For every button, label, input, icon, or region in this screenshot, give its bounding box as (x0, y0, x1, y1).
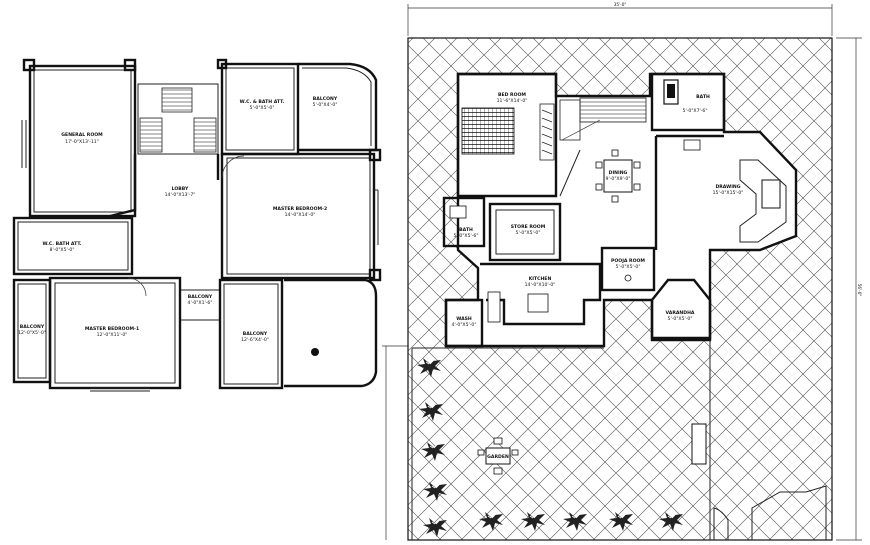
label-master-bedroom-1: MASTER BEDROOM-1 (85, 326, 139, 332)
svg-text:12'-0"X11'-0": 12'-0"X11'-0" (97, 332, 128, 338)
svg-text:15'-0"X15'-0": 15'-0"X15'-0" (713, 190, 744, 196)
label-bath-left: BATH (459, 227, 473, 233)
label-store-room: STORE ROOM (511, 224, 546, 230)
svg-text:14'-0"X14'-0": 14'-0"X14'-0" (285, 212, 316, 218)
dimension-top: 35'-0" (407, 2, 833, 36)
svg-text:14'-0"X10'-0": 14'-0"X10'-0" (525, 282, 556, 288)
svg-text:17'-0"X13'-11": 17'-0"X13'-11" (65, 139, 99, 145)
label-balcony-middle: BALCONY (188, 294, 213, 300)
svg-text:8'-0"X5'-0": 8'-0"X5'-0" (50, 247, 75, 253)
svg-text:14'-0"X13'-7": 14'-0"X13'-7" (165, 192, 196, 198)
room-bedroom: BED ROOM 11'-6"X14'-0" (456, 72, 558, 198)
room-wc-bath-top: W.C. & BATH ATT. 5'-0"X5'-0" (216, 58, 300, 156)
room-balcony-top: BALCONY 5'-0"X4'-0" (298, 62, 378, 152)
room-wc-bath-left: W.C. BATH ATT. 8'-0"X5'-0" (12, 216, 134, 276)
room-drawing: DRAWING 15'-0"X15'-0" (654, 134, 787, 250)
svg-text:5'-0"X5'-0": 5'-0"X5'-0" (516, 230, 541, 236)
label-bed-room: BED ROOM (498, 92, 526, 98)
svg-text:5'-0"X5'-0": 5'-0"X5'-0" (616, 264, 641, 270)
svg-text:4'-0"X1'-6": 4'-0"X1'-6" (188, 300, 213, 306)
dimension-right: 56'-0" (382, 37, 862, 541)
label-dining: DINING (609, 170, 628, 176)
room-pooja: POOJA ROOM 5'-0"X5'-0" (600, 246, 656, 292)
room-bath-top: BATH 5'-0"X7'-6" (650, 72, 726, 132)
staircase-right (559, 97, 647, 141)
room-master-bedroom-1: MASTER BEDROOM-1 12'-0"X11'-0" (48, 276, 182, 392)
svg-text:5'-0"X4'-0": 5'-0"X4'-0" (313, 102, 338, 108)
svg-text:56'-0": 56'-0" (857, 284, 862, 297)
svg-text:12'-0"X5'-0": 12'-0"X5'-0" (18, 330, 46, 336)
room-wash: WASH 4'-0"X5'-0" (444, 298, 484, 348)
room-balcony-left: BALCONY 12'-0"X5'-0" (12, 278, 52, 384)
right-floor-plan: 35'-0" 56'-0" BED ROOM 11'-6"X14'-0" (382, 2, 862, 541)
room-varandha: VARANDHA 5'-0"X5'-0" (650, 278, 712, 340)
room-store: STORE ROOM 5'-0"X5'-0" (488, 202, 562, 262)
svg-text:35'-0": 35'-0" (614, 2, 627, 7)
room-dining: DINING 9'-0"X9'-0" (559, 149, 641, 203)
label-bath-top: BATH (696, 94, 710, 100)
room-balcony-bottom: BALCONY 12'-6"X4'-0" (218, 278, 378, 390)
room-master-bedroom-2: MASTER BEDROOM-2 14'-0"X14'-0" (220, 148, 382, 282)
svg-text:4'-0"X5'-0": 4'-0"X5'-0" (452, 322, 477, 328)
room-general: GENERAL ROOM 17'-0"X13'-11" (21, 58, 137, 218)
label-garden: GARDEN (487, 454, 509, 460)
svg-text:9'-0"X9'-0": 9'-0"X9'-0" (606, 176, 631, 182)
label-kitchen: KITCHEN (529, 276, 552, 282)
svg-text:5'-0"X7'-6": 5'-0"X7'-6" (683, 108, 708, 114)
label-lobby: LOBBY (172, 186, 189, 192)
svg-text:11'-6"X14'-0": 11'-6"X14'-0" (497, 98, 528, 104)
label-drawing: DRAWING (715, 184, 740, 190)
label-varandha: VARANDHA (666, 310, 695, 316)
label-master-bedroom-2: MASTER BEDROOM-2 (273, 206, 327, 212)
room-kitchen: KITCHEN 14'-0"X10'-0" (480, 262, 602, 326)
staircase-left (137, 83, 219, 155)
svg-text:5'-0"X5'-6": 5'-0"X5'-6" (454, 233, 479, 239)
label-balcony-bottom: BALCONY (243, 331, 268, 337)
label-balcony-left: BALCONY (20, 324, 45, 330)
svg-text:5'-0"X5'-0": 5'-0"X5'-0" (668, 316, 693, 322)
svg-text:5'-0"X5'-0": 5'-0"X5'-0" (250, 105, 275, 111)
room-bath-left: BATH 5'-0"X5'-6" (442, 196, 486, 248)
label-wc-bath-att: W.C. & BATH ATT. (240, 99, 285, 105)
label-balcony-top: BALCONY (313, 96, 338, 102)
svg-text:12'-6"X4'-0": 12'-6"X4'-0" (241, 337, 269, 343)
room-balcony-middle: BALCONY 4'-0"X1'-6" (179, 289, 221, 321)
label-wc-bath-left: W.C. BATH ATT. (42, 241, 81, 247)
room-lobby: LOBBY 14'-0"X13'-7" (109, 154, 220, 218)
label-wash: WASH (456, 316, 472, 322)
left-floor-plan: GENERAL ROOM 17'-0"X13'-11" LOBBY 14'-0"… (12, 58, 382, 392)
label-general-room: GENERAL ROOM (61, 132, 103, 138)
garden-area: GARDEN (411, 340, 827, 540)
label-pooja-room: POOJA ROOM (611, 258, 645, 264)
